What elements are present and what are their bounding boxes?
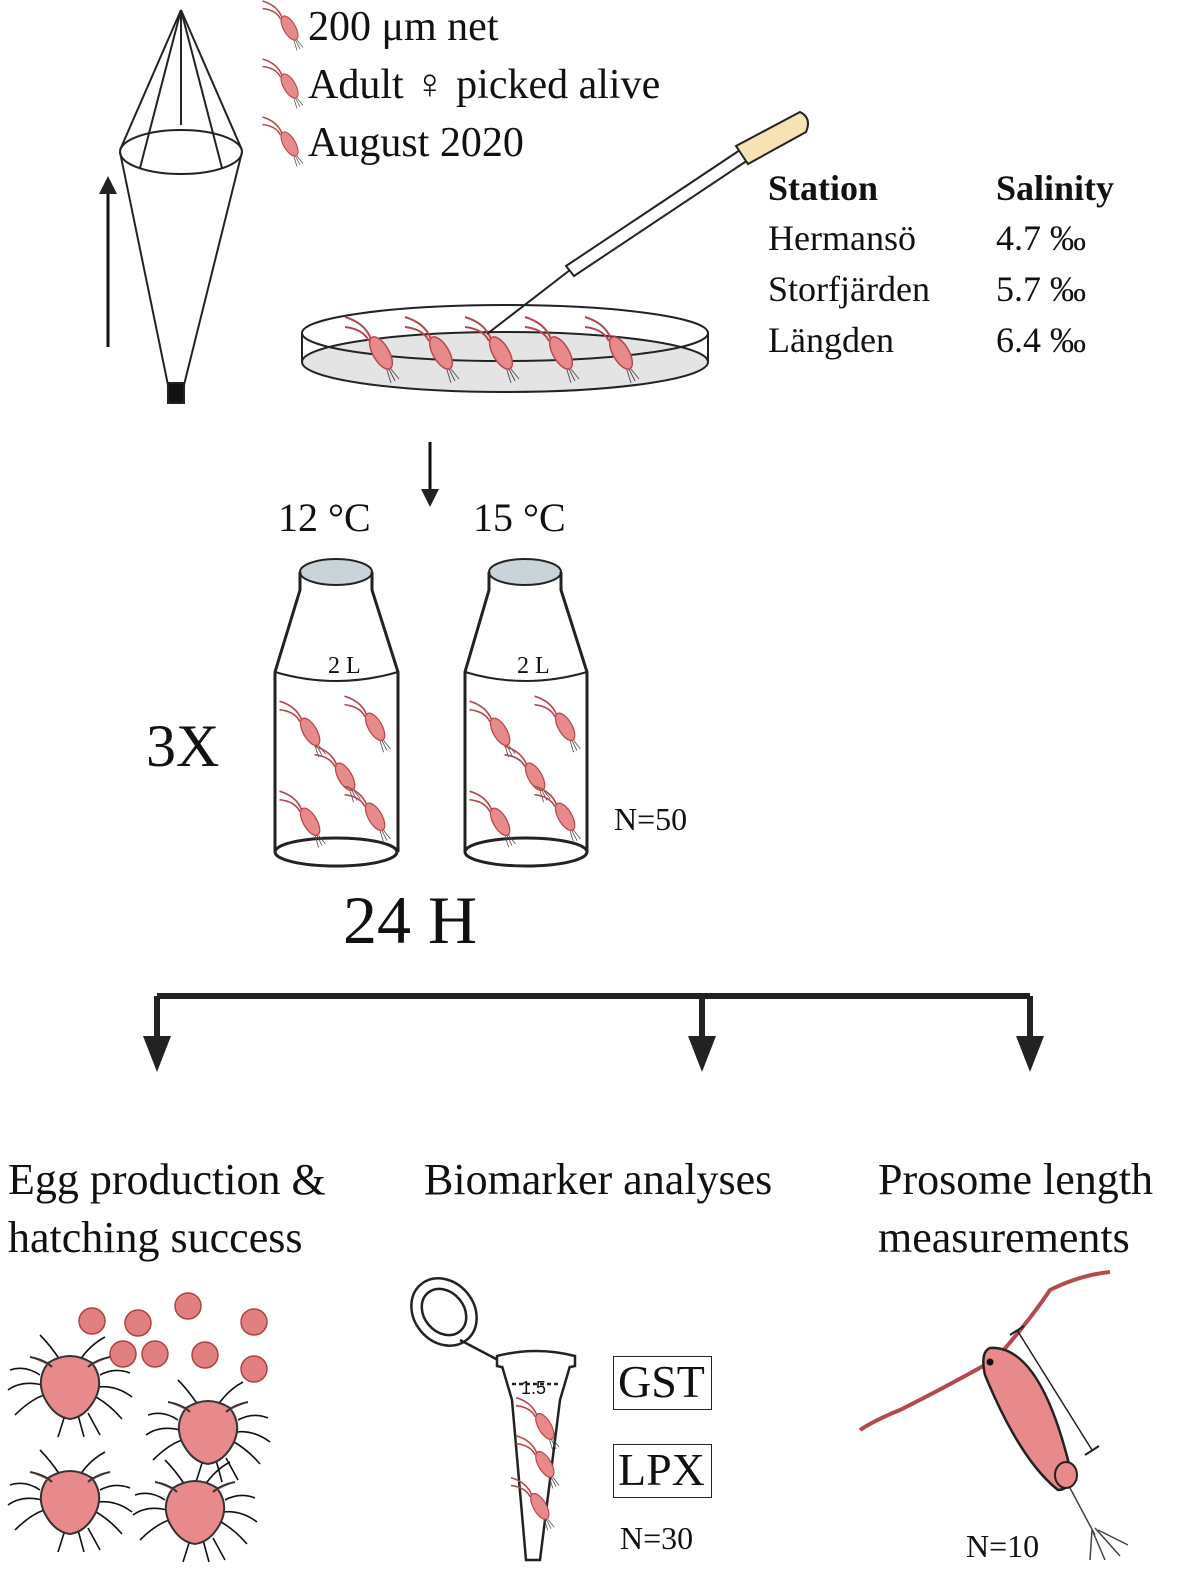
sample-size-label: N=10 <box>966 1528 1040 1564</box>
sample-size-label: N=30 <box>620 1520 694 1556</box>
outcome-title-eggs-line2: hatching success <box>8 1213 303 1262</box>
bottle-12c-icon <box>273 558 400 868</box>
copepod-icon <box>533 695 582 754</box>
bottle-volume-label: 2 L <box>517 653 550 679</box>
duration-label: 24 H <box>343 882 478 958</box>
table-cell-salinity: 5.7 ‰ <box>996 269 1086 309</box>
branch-arrow-2 <box>688 1036 716 1072</box>
microtube-icon <box>410 1277 577 1562</box>
table-header-salinity: Salinity <box>996 168 1115 208</box>
table-cell-station: Hermansö <box>768 218 916 258</box>
sample-size-label: N=50 <box>614 801 688 837</box>
eggs-icon <box>78 1292 268 1383</box>
copepod-length-icon <box>858 1270 1129 1561</box>
branch-bracket <box>154 993 1033 1040</box>
table-cell-salinity: 4.7 ‰ <box>996 218 1086 258</box>
copepod-icon <box>261 0 304 52</box>
legend-item-date: August 2020 <box>308 120 524 166</box>
copepod-nauplius-icon <box>132 1459 258 1563</box>
table-header-station: Station <box>768 168 879 208</box>
outcome-title-prosome-line2: measurements <box>878 1213 1130 1262</box>
marker-lpx-box: LPX <box>613 1444 712 1498</box>
copepod-icon <box>468 700 517 759</box>
legend-item-adults: Adult ♀ picked alive <box>308 62 661 108</box>
replicates-label: 3X <box>146 713 220 779</box>
copepod-nauplius-icon <box>7 1449 133 1553</box>
copepod-icon <box>261 116 304 168</box>
outcome-title-prosome: Prosome length <box>878 1155 1153 1204</box>
branch-arrow-3 <box>1016 1036 1044 1072</box>
table-cell-salinity: 6.4 ‰ <box>996 320 1086 360</box>
bottle-temperature-label: 15 °C <box>473 495 566 540</box>
outcome-title-biomarker: Biomarker analyses <box>424 1155 773 1204</box>
copepod-icon <box>278 700 327 759</box>
pipette-icon <box>486 110 809 335</box>
plankton-net-icon <box>119 9 243 404</box>
copepod-nauplius-icon <box>145 1379 271 1483</box>
legend-item-net: 200 μm net <box>308 4 499 50</box>
table-cell-station: Längden <box>768 320 894 360</box>
bottle-15c-icon <box>463 558 589 868</box>
tube-volume-label: 1.5 <box>521 1378 547 1398</box>
copepod-icon <box>343 695 392 754</box>
outcome-title-eggs: Egg production & <box>8 1155 326 1204</box>
bottle-volume-label: 2 L <box>328 653 361 679</box>
copepod-icon <box>261 58 304 110</box>
marker-gst-box: GST <box>613 1356 712 1410</box>
branch-arrow-1 <box>143 1036 171 1072</box>
bottle-temperature-label: 12 °C <box>278 495 371 540</box>
table-cell-station: Storfjärden <box>768 269 930 309</box>
